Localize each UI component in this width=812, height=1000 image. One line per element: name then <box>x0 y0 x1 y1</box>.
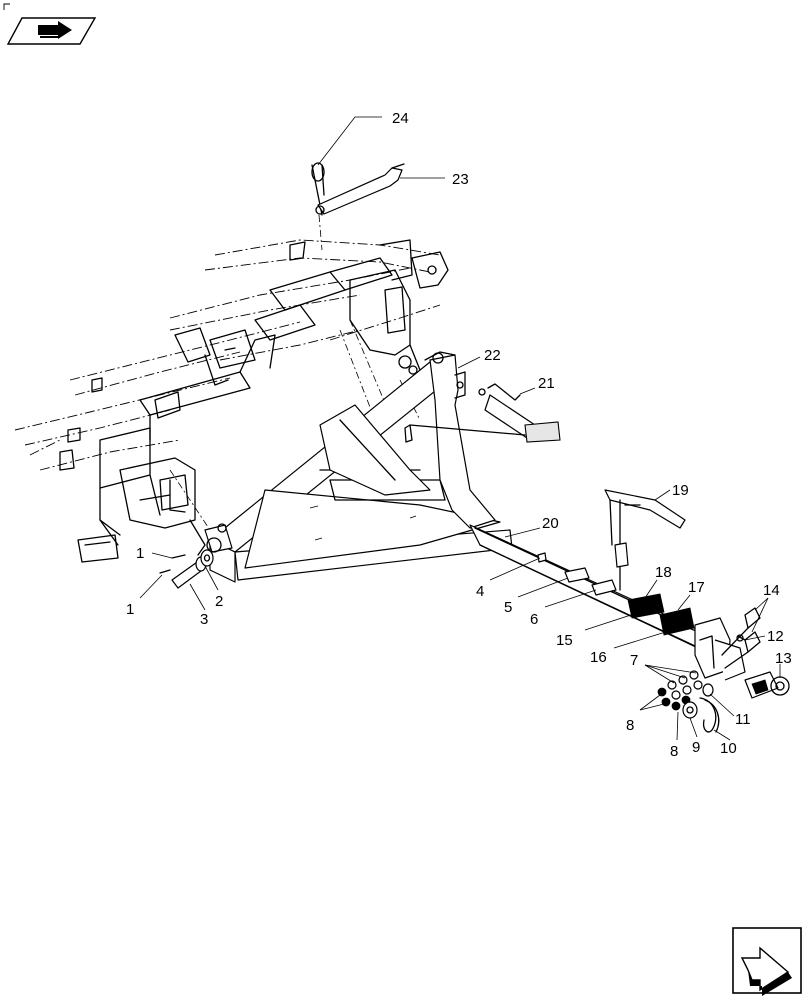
callout-7: 7 <box>630 652 638 669</box>
leader-lines <box>139 116 781 741</box>
callout-8-lower: 8 <box>670 743 678 760</box>
callout-9: 9 <box>692 739 700 756</box>
book-arrow-icon[interactable] <box>6 17 97 45</box>
decals <box>537 552 695 636</box>
callout-6: 6 <box>530 611 538 628</box>
main-frame-assembly <box>59 239 449 563</box>
decal-5 <box>564 567 590 583</box>
part-19-stand <box>604 489 686 591</box>
callout-16: 16 <box>590 649 607 666</box>
part-21-jack <box>404 383 561 443</box>
decal-4 <box>537 552 547 563</box>
callout-1-lower: 1 <box>126 601 134 618</box>
callout-10: 10 <box>720 740 737 757</box>
callout-15: 15 <box>556 632 573 649</box>
callout-5: 5 <box>504 599 512 616</box>
corner-mark <box>3 3 10 10</box>
callout-17: 17 <box>688 579 705 596</box>
callout-14: 14 <box>763 582 780 599</box>
part-10-chain <box>699 697 720 733</box>
callout-19: 19 <box>672 482 689 499</box>
next-page-arrow-icon[interactable] <box>732 927 802 996</box>
part-13-hitch <box>744 671 790 699</box>
part-1-2-3-pins <box>159 549 214 589</box>
decal-6 <box>591 579 617 596</box>
part-9-washer <box>682 701 698 719</box>
part-12-bolt <box>736 634 746 642</box>
callout-labels: 24 23 22 21 20 19 18 17 16 15 14 12 13 1… <box>126 110 792 760</box>
callout-22: 22 <box>484 347 501 364</box>
callout-4: 4 <box>476 583 484 600</box>
callout-21: 21 <box>538 375 555 392</box>
part-23-wrench <box>315 163 405 215</box>
callout-18: 18 <box>655 564 672 581</box>
callout-1-upper: 1 <box>136 545 144 562</box>
part-14-bolts <box>721 607 761 669</box>
callout-24: 24 <box>392 110 409 127</box>
callout-2: 2 <box>215 593 223 610</box>
part-11-washer <box>702 683 714 697</box>
part-24-pin <box>311 162 325 216</box>
callout-8-upper: 8 <box>626 717 634 734</box>
callout-23: 23 <box>452 171 469 188</box>
callout-20: 20 <box>542 515 559 532</box>
callout-3: 3 <box>200 611 208 628</box>
phantom-frame <box>14 214 441 531</box>
callout-11: 11 <box>735 711 751 728</box>
callout-13: 13 <box>775 650 792 667</box>
callout-12: 12 <box>767 628 784 645</box>
